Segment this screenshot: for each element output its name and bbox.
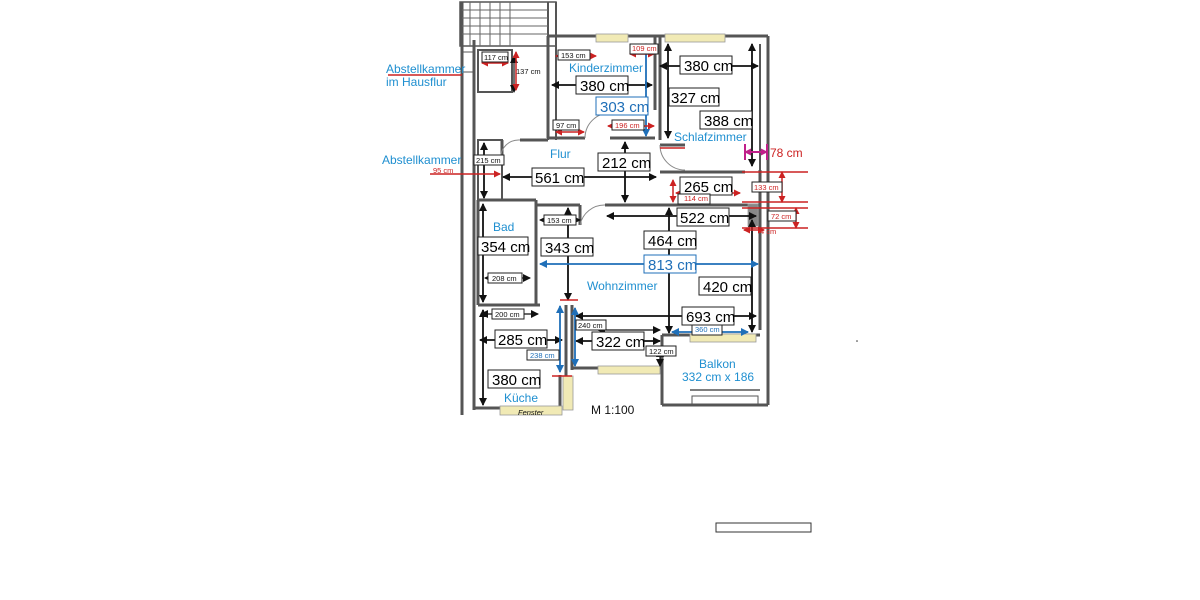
dim-380-kueche: 380 cm: [492, 372, 541, 389]
room-balkon: Balkon: [699, 357, 736, 371]
dim-693: 693 cm: [686, 309, 735, 326]
dim-208: 208 cm: [492, 274, 517, 283]
dim-813: 813 cm: [648, 257, 697, 274]
dim-4: 4 cm: [760, 227, 776, 236]
dim-97: 97 cm: [556, 121, 576, 130]
scale-bar: [715, 522, 812, 533]
label-fenster: Fenster: [518, 408, 544, 417]
dim-265: 265 cm: [684, 179, 733, 196]
dim-380-top: 380 cm: [684, 58, 733, 75]
room-kueche: Küche: [504, 391, 538, 405]
dim-153-top: 153 cm: [561, 51, 586, 60]
dim-200: 200 cm: [495, 310, 520, 319]
dim-137: 137 cm: [516, 67, 541, 76]
label-abstellkammer-hausflur-2: im Hausflur: [386, 75, 447, 89]
dim-561: 561 cm: [535, 170, 584, 187]
scale-label: M 1:100: [591, 403, 635, 417]
dim-196: 196 cm: [615, 121, 640, 130]
dim-133: 133 cm: [754, 183, 779, 192]
dim-464: 464 cm: [648, 233, 697, 250]
label-abstellkammer: Abstellkammer: [382, 153, 461, 167]
room-flur: Flur: [550, 147, 571, 161]
dim-109: 109 cm: [632, 44, 657, 53]
dim-78: 78 cm: [770, 146, 803, 160]
room-bad: Bad: [493, 220, 514, 234]
dim-95: 95 cm: [433, 166, 453, 175]
stray-dot: [856, 340, 858, 342]
label-abstellkammer-hausflur-1: Abstellkammer: [386, 62, 465, 76]
dim-327: 327 cm: [671, 90, 720, 107]
dim-72: 72 cm: [771, 212, 791, 221]
room-wohnzimmer: Wohnzimmer: [587, 279, 657, 293]
dim-380-kinder: 380 cm: [580, 78, 629, 95]
dim-360: 360 cm: [695, 325, 720, 334]
dim-322: 322 cm: [596, 334, 645, 351]
dim-285: 285 cm: [498, 332, 547, 349]
dim-122: 122 cm: [649, 347, 674, 356]
dim-215: 215 cm: [476, 156, 501, 165]
dim-420: 420 cm: [703, 279, 752, 296]
doors: [500, 112, 686, 226]
dim-238: 238 cm: [530, 351, 555, 360]
dim-240: 240 cm: [578, 321, 603, 330]
dim-303: 303 cm: [600, 99, 649, 116]
dim-153-mid: 153 cm: [547, 216, 572, 225]
room-balkon-size: 332 cm x 186: [682, 370, 754, 384]
dim-522: 522 cm: [680, 210, 729, 227]
dim-114: 114 cm: [684, 194, 708, 203]
room-schlafzimmer: Schlafzimmer: [674, 130, 747, 144]
dim-212: 212 cm: [602, 155, 651, 172]
dim-343: 343 cm: [545, 240, 594, 257]
room-kinderzimmer: Kinderzimmer: [569, 61, 643, 75]
dim-388: 388 cm: [704, 113, 753, 130]
magenta-dimension-arrow: [744, 144, 768, 160]
label-boxes: [473, 43, 797, 389]
dim-354: 354 cm: [481, 239, 530, 256]
dim-117: 117 cm: [484, 53, 508, 62]
